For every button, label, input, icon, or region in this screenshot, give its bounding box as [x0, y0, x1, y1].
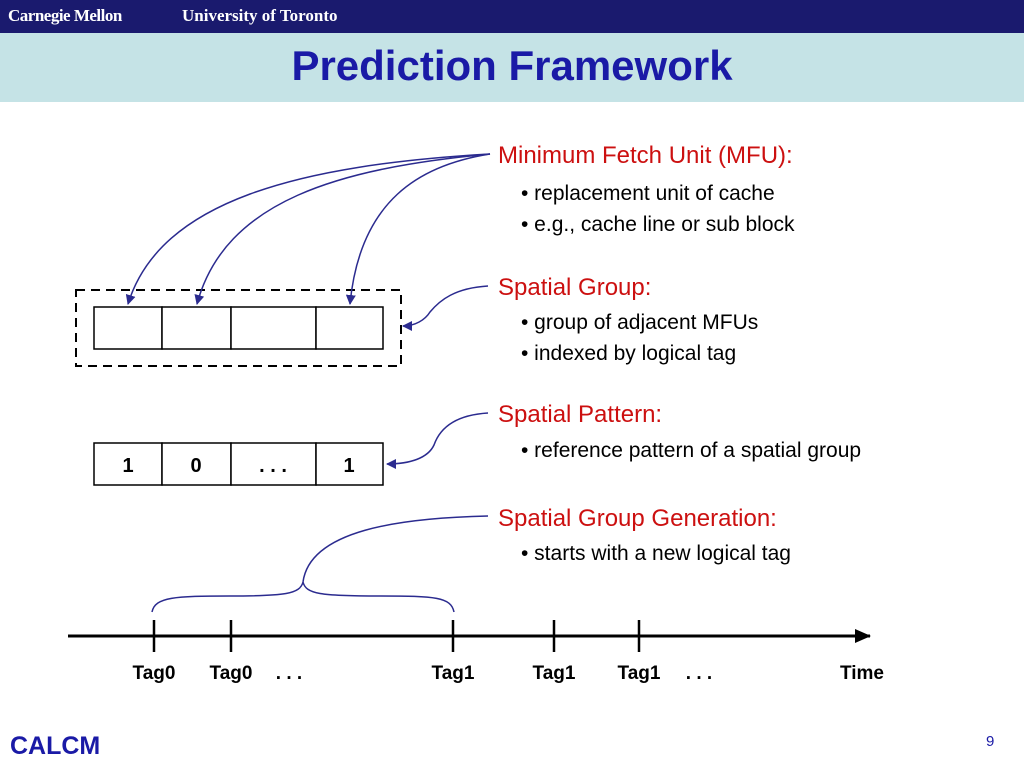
time-label-tag: Tag0 — [133, 663, 176, 684]
title-band — [0, 33, 1024, 102]
generation-heading: Spatial Group Generation: — [498, 505, 777, 532]
university-name-left: Carnegie Mellon — [8, 6, 122, 25]
spatial-group-arrow — [402, 285, 489, 331]
time-label-ellipsis: . . . — [686, 663, 712, 684]
mfu-cell — [161, 306, 232, 350]
pattern-cell-ellipsis: . . . — [259, 455, 287, 477]
generation-bullet: • starts with a new logical tag — [521, 542, 791, 565]
spatial-pattern-arrow — [386, 412, 489, 469]
mfu-cells — [93, 306, 384, 350]
pattern-cell — [161, 442, 232, 486]
time-label-tag: Tag1 — [533, 663, 576, 684]
generation-brace — [151, 515, 489, 613]
spatial-pattern-bullet: • reference pattern of a spatial group — [521, 439, 862, 462]
spatial-group-heading: Spatial Group: — [498, 274, 652, 301]
pattern-cell — [315, 442, 384, 486]
mfu-bullet: • replacement unit of cache — [521, 182, 775, 205]
time-label-tag: Tag0 — [210, 663, 253, 684]
mfu-arrow — [125, 153, 491, 305]
spatial-pattern-heading: Spatial Pattern: — [498, 401, 663, 428]
time-label-ellipsis: . . . — [276, 663, 302, 684]
spatial-group-bullet: • indexed by logical tag — [521, 342, 737, 365]
mfu-cell — [93, 306, 163, 350]
mfu-arrows — [125, 153, 491, 305]
header-bar — [0, 0, 1024, 33]
mfu-cell — [230, 306, 317, 350]
spatial-group-bullet: • group of adjacent MFUs — [521, 311, 759, 334]
time-labels: Tag0 Tag0 . . . Tag1 Tag1 Tag1 . . . Tim… — [133, 663, 884, 684]
pattern-cell-value: 0 — [190, 455, 201, 477]
university-name-right: University of Toronto — [182, 6, 338, 25]
mfu-cell — [315, 306, 384, 350]
page-number: 9 — [986, 733, 995, 750]
pattern-cell — [230, 442, 317, 486]
mfu-heading: Minimum Fetch Unit (MFU): — [498, 142, 793, 169]
slide-title: Prediction Framework — [291, 42, 733, 89]
calcm-logo: CALCM — [10, 732, 101, 760]
mfu-arrow — [345, 153, 491, 305]
mfu-arrow — [194, 153, 491, 305]
pattern-cell-value: 1 — [343, 455, 354, 477]
time-ticks — [152, 620, 641, 652]
mfu-bullet: • e.g., cache line or sub block — [521, 213, 795, 236]
spatial-group-dashed-box — [75, 289, 402, 367]
time-label-tag: Tag1 — [432, 663, 475, 684]
time-axis-label: Time — [840, 663, 884, 684]
time-label-tag: Tag1 — [618, 663, 661, 684]
pattern-cell-value: 1 — [122, 455, 133, 477]
pattern-cells: 1 0 . . . 1 — [93, 442, 384, 486]
